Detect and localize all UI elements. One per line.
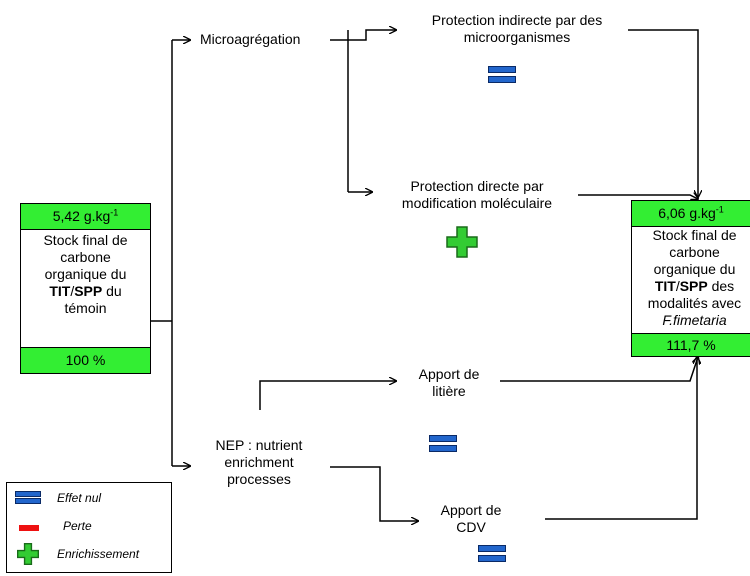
legend-null-effect: Effet nul <box>7 489 171 509</box>
legend-loss: Perte <box>7 517 171 537</box>
control-value: 5,42 g.kg-1 <box>21 204 150 230</box>
control-description: Stock final de carbone organique du TIT/… <box>43 232 128 316</box>
null-effect-icon <box>478 545 506 565</box>
nep-label: NEP : nutrient enrichment processes <box>215 437 303 487</box>
treatment-description: Stock final de carbone organique du TIT/… <box>647 227 742 328</box>
arrow-indirect-to-result <box>628 29 698 197</box>
loss-minus-icon <box>19 525 39 531</box>
arrow-to-indirect <box>348 30 396 41</box>
enrichment-plus-icon <box>17 543 39 565</box>
litter-input-label: Apport de litière <box>418 366 480 399</box>
treatment-stock-box: 6,06 g.kg-1 Stock final de carbone organ… <box>631 200 750 357</box>
arrow-to-litter <box>259 381 396 410</box>
legend-enrichment: Enrichissement <box>7 543 171 565</box>
control-stock-box: 5,42 g.kg-1 Stock final de carbone organ… <box>20 203 151 374</box>
arrow-cdv-to-result <box>545 357 697 520</box>
treatment-percent: 111,7 % <box>632 333 750 356</box>
indirect-protection-label: Protection indirecte par des microorgani… <box>431 12 603 45</box>
arrow-litter-to-result <box>500 357 698 382</box>
cdv-input-label: Apport de CDV <box>440 502 502 535</box>
treatment-value: 6,06 g.kg-1 <box>632 201 750 227</box>
enrichment-plus-icon <box>446 226 478 258</box>
null-effect-icon <box>429 435 457 455</box>
null-effect-icon <box>15 491 41 505</box>
arrow-direct-to-result <box>578 195 698 199</box>
microaggregation-label: Microagrégation <box>200 31 301 47</box>
direct-protection-label: Protection directe par modification molé… <box>401 178 553 211</box>
legend: Effet nul Perte Enrichissement <box>6 482 172 573</box>
arrow-to-cdv <box>330 466 418 521</box>
null-effect-icon <box>488 66 516 86</box>
control-percent: 100 % <box>21 347 150 373</box>
